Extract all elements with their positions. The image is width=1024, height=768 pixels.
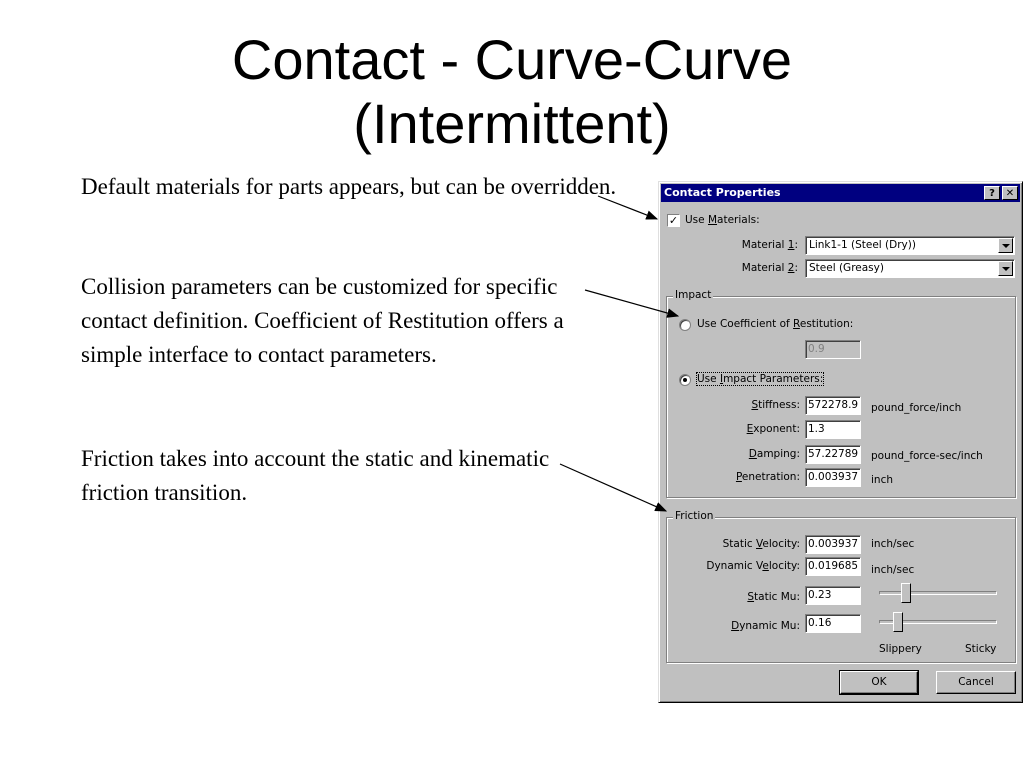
stiffness-input[interactable]: 572278.9 bbox=[805, 396, 861, 415]
close-button[interactable]: ✕ bbox=[1002, 186, 1018, 200]
exponent-input[interactable]: 1.3 bbox=[805, 420, 861, 439]
sticky-label: Sticky bbox=[965, 643, 997, 655]
impact-parameters-label: Use Impact Parameters: bbox=[695, 372, 825, 386]
stiffness-unit: pound_force/inch bbox=[871, 402, 962, 414]
penetration-label: Penetration: bbox=[735, 471, 800, 483]
static-velocity-input[interactable]: 0.003937 bbox=[805, 535, 861, 554]
slippery-label: Slippery bbox=[879, 643, 922, 655]
static-mu-label: Static Mu: bbox=[747, 591, 800, 603]
dynamic-mu-label: Dynamic Mu: bbox=[731, 620, 800, 632]
slide-title-line-2: (Intermittent) bbox=[353, 92, 671, 155]
stiffness-label: Stiffness: bbox=[751, 399, 800, 411]
impact-group-legend: Impact bbox=[673, 289, 714, 301]
impact-parameters-radio[interactable] bbox=[679, 374, 691, 386]
dialog-title: Contact Properties bbox=[664, 186, 781, 199]
friction-group-legend: Friction bbox=[673, 510, 716, 522]
penetration-input[interactable]: 0.003937 bbox=[805, 468, 861, 487]
slide-title: Contact - Curve-Curve (Intermittent) bbox=[0, 28, 1024, 156]
dialog-titlebar: Contact Properties ? ✕ bbox=[661, 184, 1020, 202]
static-velocity-unit: inch/sec bbox=[871, 538, 915, 550]
penetration-unit: inch bbox=[871, 474, 893, 486]
static-velocity-label: Static Velocity: bbox=[722, 538, 800, 550]
material-1-dropdown[interactable]: Link1-1 (Steel (Dry)) bbox=[805, 236, 1015, 255]
static-mu-input[interactable]: 0.23 bbox=[805, 586, 861, 605]
help-button[interactable]: ? bbox=[984, 186, 1000, 200]
material-2-label: Material 2: bbox=[741, 262, 798, 274]
material-1-value: Link1-1 (Steel (Dry)) bbox=[809, 239, 916, 251]
chevron-down-icon[interactable] bbox=[998, 261, 1013, 276]
dynamic-velocity-label: Dynamic Velocity: bbox=[706, 560, 800, 572]
impact-group bbox=[666, 296, 1016, 498]
material-1-label: Material 1: bbox=[741, 239, 798, 251]
damping-label: Damping: bbox=[748, 448, 800, 460]
use-materials-label: Use Materials: bbox=[685, 214, 760, 226]
coefficient-of-restitution-label: Use Coefficient of Restitution: bbox=[697, 318, 854, 330]
dynamic-velocity-input[interactable]: 0.019685 bbox=[805, 557, 861, 576]
dynamic-mu-input[interactable]: 0.16 bbox=[805, 614, 861, 633]
restitution-input[interactable]: 0.9 bbox=[805, 340, 861, 359]
damping-unit: pound_force-sec/inch bbox=[871, 450, 983, 462]
materials-description: Default materials for parts appears, but… bbox=[81, 174, 617, 199]
friction-group bbox=[666, 517, 1016, 663]
friction-description: Friction takes into account the static a… bbox=[81, 446, 550, 505]
friction-arrow bbox=[559, 463, 668, 512]
slide-title-line-1: Contact - Curve-Curve bbox=[231, 28, 793, 91]
dynamic-mu-slider-thumb[interactable] bbox=[892, 612, 903, 632]
collision-description: Collision parameters can be customized f… bbox=[81, 274, 564, 367]
material-2-value: Steel (Greasy) bbox=[809, 262, 884, 274]
static-mu-slider-thumb[interactable] bbox=[901, 583, 912, 603]
use-materials-checkbox[interactable]: ✓ bbox=[667, 214, 680, 227]
contact-properties-dialog: Contact Properties ? ✕ ✓ Use Materials: … bbox=[658, 181, 1023, 703]
material-2-dropdown[interactable]: Steel (Greasy) bbox=[805, 259, 1015, 278]
dynamic-mu-slider-track[interactable] bbox=[879, 620, 997, 624]
chevron-down-icon[interactable] bbox=[998, 238, 1013, 253]
cancel-button[interactable]: Cancel bbox=[936, 671, 1016, 694]
exponent-label: Exponent: bbox=[746, 423, 800, 435]
dynamic-velocity-unit: inch/sec bbox=[871, 564, 915, 576]
static-mu-slider-track[interactable] bbox=[879, 591, 997, 595]
ok-button[interactable]: OK bbox=[839, 670, 919, 695]
damping-input[interactable]: 57.22789 bbox=[805, 445, 861, 464]
coefficient-of-restitution-radio[interactable] bbox=[679, 319, 691, 331]
